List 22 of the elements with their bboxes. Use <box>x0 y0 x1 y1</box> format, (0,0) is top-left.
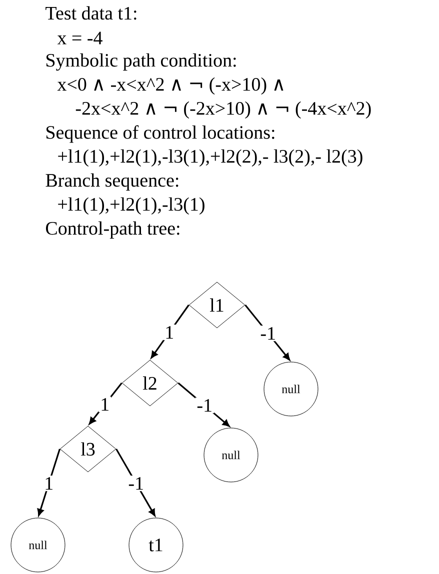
text-line: Control-path tree: <box>46 221 180 239</box>
arrow <box>244 304 290 360</box>
text-line: Branch sequence: <box>46 173 178 191</box>
edge-label: -1 <box>195 398 214 414</box>
text-line: Symbolic path condition: <box>46 53 236 71</box>
text-line: x = -4 <box>57 32 102 44</box>
arrow <box>178 382 230 427</box>
arrow <box>116 448 156 516</box>
edge-label: 1 <box>98 396 112 412</box>
edge-label: -1 <box>126 476 146 492</box>
arrow <box>88 382 122 424</box>
text-line: +l1(1),+l2(1),-l3(1),+l2(2),- l3(2),- l2(3) <box>58 149 362 167</box>
text-line: Sequence of control locations: <box>46 125 274 143</box>
text-line: Test data t1: <box>46 6 136 20</box>
text-line: x<0 ∧ -x<x^2 ∧ ¬ (-x>10) ∧ <box>57 77 284 95</box>
arrow <box>150 304 190 358</box>
arrow <box>37 448 61 516</box>
text-line: +l1(1),+l2(1),-l3(1) <box>58 197 204 215</box>
text-line: -2x<x^2 ∧ ¬ (-2x>10) ∧ ¬ (-4x<x^2) <box>76 101 371 119</box>
edge-label: 1 <box>42 476 56 492</box>
edge-label: -1 <box>258 326 278 342</box>
edge-label: 1 <box>163 324 176 340</box>
